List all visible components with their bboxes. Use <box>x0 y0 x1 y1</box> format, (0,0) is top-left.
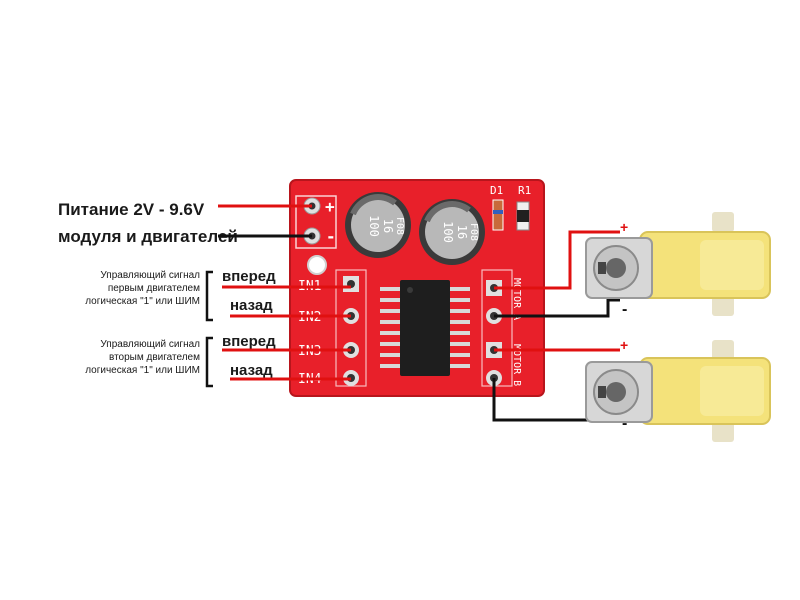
bracket-motor2 <box>205 336 213 388</box>
capacitor-label: F08 <box>468 223 479 241</box>
signal-desc-line: логическая "1" или ШИМ <box>85 365 200 376</box>
input-wires <box>218 204 351 381</box>
motor-a-marking: MOTOR A <box>511 278 522 320</box>
capacitor-label: 100 <box>367 215 381 237</box>
signal-desc-line: первым двигателем <box>107 283 200 294</box>
capacitor-2: 100 16 F08 <box>419 199 485 265</box>
plus-marking: + <box>325 197 335 216</box>
motor1-plus-wire <box>494 230 620 290</box>
capacitor-label: 16 <box>455 225 469 239</box>
diode-d1 <box>492 199 504 231</box>
driver-board: 100 16 F08 100 16 F08 D1 R1 <box>289 179 545 397</box>
gear-motor-2 <box>585 340 771 442</box>
forward-label-motor2: вперед <box>222 333 276 350</box>
back-label-motor1: назад <box>230 297 273 314</box>
motor1-minus-wire <box>494 298 620 318</box>
forward-label-motor1: вперед <box>222 268 276 285</box>
motor2-plus-sign: + <box>620 337 628 353</box>
motor2-minus-sign: - <box>622 415 627 432</box>
d1-label: D1 <box>490 184 503 197</box>
r1-label: R1 <box>518 184 531 197</box>
motor-wires <box>492 230 620 422</box>
signal-desc-motor1: Управляющий сигнал первым двигателем лог… <box>32 269 200 308</box>
motor2-minus-wire <box>492 378 620 422</box>
minus-marking: - <box>326 227 336 246</box>
capacitor-1: 100 16 F08 <box>345 192 411 258</box>
power-label-line1: Питание 2V - 9.6V <box>58 200 205 219</box>
driver-chip <box>380 280 470 376</box>
signal-desc-line: логическая "1" или ШИМ <box>85 296 200 307</box>
gear-motor-1 <box>585 212 771 316</box>
mounting-hole <box>307 255 327 275</box>
motor1-minus-sign: - <box>622 301 627 318</box>
bracket-motor1 <box>205 270 213 322</box>
motor-b-marking: MOTOR B <box>511 344 522 386</box>
signal-desc-line: Управляющий сигнал <box>100 339 200 350</box>
capacitor-label: 100 <box>441 221 455 243</box>
power-label-line2: модуля и двигателей <box>58 227 238 246</box>
back-label-motor2: назад <box>230 362 273 379</box>
capacitor-label: 16 <box>381 219 395 233</box>
capacitor-label: F08 <box>394 217 405 235</box>
signal-desc-line: Управляющий сигнал <box>100 270 200 281</box>
signal-desc-motor2: Управляющий сигнал вторым двигателем лог… <box>32 338 200 377</box>
signal-desc-line: вторым двигателем <box>109 352 200 363</box>
motor1-plus-sign: + <box>620 219 628 235</box>
